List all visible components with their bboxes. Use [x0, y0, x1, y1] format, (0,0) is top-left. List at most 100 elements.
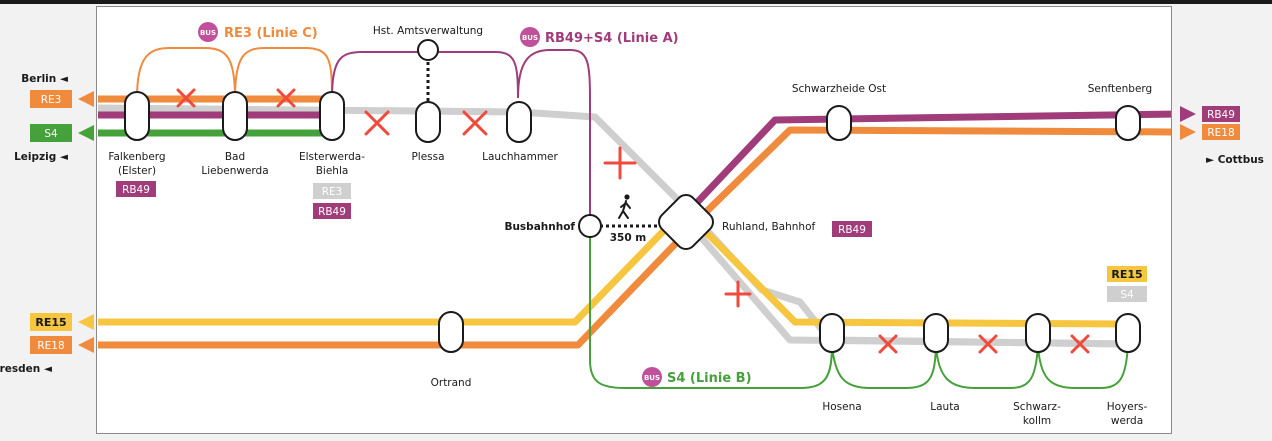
bus-icon-label: BUS: [200, 29, 216, 37]
bus-route-re3-linie-c: [136, 47, 333, 99]
badge-re18-west: [30, 336, 72, 354]
label-schwarzkollm-2: kollm: [1023, 415, 1051, 427]
dest-berlin: Berlin ◄: [21, 73, 69, 85]
arrow-re18-east: [1180, 124, 1196, 140]
badge-re18-east: [1202, 124, 1240, 140]
badge-re15-west: [30, 313, 72, 331]
badge-re15-east-label: RE15: [1111, 268, 1142, 281]
network-map-panel: [96, 6, 1172, 434]
track-layer: [97, 95, 1171, 349]
station-bad-liebenwerda[interactable]: [222, 91, 248, 141]
station-hst-amtsverwaltung[interactable]: [417, 39, 439, 61]
bus-route-label-re3: RE3 (Linie C): [224, 26, 318, 41]
label-ortrand: Ortrand: [431, 377, 472, 389]
station-hoyerswerda[interactable]: [1115, 313, 1141, 353]
label-falkenberg-2: (Elster): [118, 165, 156, 177]
badge-rb49-east: [1202, 106, 1240, 122]
label-ruhland-bahnhof: Ruhland, Bahnhof: [722, 221, 816, 233]
bus-route-layer: [136, 47, 1129, 389]
badge-rb49-elsterwerda: [313, 203, 351, 219]
station-ortrand[interactable]: [438, 311, 464, 353]
bus-route-s4-linie-b: [589, 226, 1129, 389]
arrow-re18-west: [78, 337, 94, 353]
station-plessa[interactable]: [415, 101, 441, 143]
badge-re18-east-label: RE18: [1207, 127, 1234, 139]
label-plessa: Plessa: [411, 151, 444, 163]
bus-label-re3: BUS RE3 (Linie C): [198, 22, 318, 42]
dest-leipzig: Leipzig ◄: [14, 151, 69, 163]
closure-markers: [176, 88, 1090, 354]
bus-label-b: BUS S4 (Linie B): [642, 367, 752, 387]
window-top-edge: [0, 0, 1272, 4]
badge-rb49-elsterwerda-label: RB49: [318, 206, 346, 218]
dest-cottbus: ► Cottbus: [1206, 154, 1264, 166]
label-elsterwerda-1: Elsterwerda-: [299, 151, 365, 163]
bus-icon-label: BUS: [522, 34, 538, 42]
badge-re3: [30, 90, 72, 108]
closure-x-icon: [176, 88, 196, 108]
label-bad-liebenwerda-2: Liebenwerda: [201, 165, 268, 177]
bus-route-label-b: S4 (Linie B): [667, 371, 752, 386]
badge-s4-label: S4: [44, 128, 58, 140]
station-falkenberg[interactable]: [124, 91, 150, 141]
closure-x-icon: [878, 334, 898, 354]
bus-icon: [520, 27, 540, 47]
label-senftenberg: Senftenberg: [1088, 83, 1152, 95]
station-schwarzheide-ost[interactable]: [826, 105, 852, 141]
station-lauchhammer[interactable]: [506, 101, 532, 143]
closure-x-icon: [1070, 334, 1090, 354]
pedestrian-icon: [618, 194, 631, 219]
station-symbols: [124, 39, 1141, 353]
badge-re15-east: [1107, 266, 1147, 282]
badge-re18-west-label: RE18: [37, 340, 64, 352]
arrow-s4-west: [78, 125, 94, 141]
label-schwarzheide-ost: Schwarzheide Ost: [792, 83, 886, 95]
station-hosena[interactable]: [819, 313, 845, 353]
badge-rb49-ruhland-label: RB49: [838, 224, 866, 236]
label-lauta: Lauta: [930, 401, 960, 413]
label-hoyerswerda-1: Hoyers-: [1107, 401, 1148, 413]
station-lauta[interactable]: [923, 313, 949, 353]
station-ruhland-bahnhof[interactable]: [655, 191, 717, 253]
station-busbahnhof[interactable]: [578, 214, 602, 238]
bus-icon: [642, 367, 662, 387]
track-rb49-east: [687, 110, 1171, 213]
bus-route-rb49-s4-linie-a: [331, 49, 591, 226]
label-hosena: Hosena: [822, 401, 861, 413]
arrow-re3-west: [78, 91, 94, 107]
closure-plus-icon: [724, 280, 752, 308]
arrow-rb49-east: [1180, 106, 1196, 122]
closure-x-icon: [364, 110, 390, 136]
badge-s4: [30, 124, 72, 142]
station-elsterwerda-biehla[interactable]: [319, 91, 345, 141]
badge-re3-elsterwerda: [313, 183, 351, 199]
closure-x-icon: [276, 88, 296, 108]
bus-label-a: BUS RB49+S4 (Linie A): [520, 27, 679, 47]
closure-plus-icon: [603, 146, 637, 180]
label-elsterwerda-2: Biehla: [316, 165, 349, 177]
dest-dresden: Dresden ◄: [0, 363, 53, 375]
bus-icon-label: BUS: [644, 374, 660, 382]
closure-x-icon: [978, 334, 998, 354]
station-senftenberg[interactable]: [1115, 105, 1141, 141]
destination-labels: Berlin ◄ Leipzig ◄ Dresden ◄ ► Cottbus: [0, 73, 1264, 375]
bus-route-label-a: RB49+S4 (Linie A): [545, 31, 679, 46]
badge-s4-east: [1107, 286, 1147, 302]
badge-rb49-falkenberg: [116, 181, 156, 197]
badge-s4-east-label: S4: [1120, 289, 1134, 301]
endpoint-arrows: [78, 91, 1196, 353]
station-schwarzkollm[interactable]: [1025, 313, 1051, 353]
badge-rb49-east-label: RB49: [1207, 109, 1235, 121]
badge-re3-label: RE3: [41, 94, 62, 106]
label-lauchhammer: Lauchhammer: [482, 151, 558, 163]
line-badges: RE3 S4 RE15 RE18 RB49 RE18 RB49 RE3 RB49…: [30, 90, 1240, 354]
badge-rb49-falkenberg-label: RB49: [122, 184, 150, 196]
bus-icon: [198, 22, 218, 42]
label-schwarzkollm-1: Schwarz-: [1013, 401, 1061, 413]
arrow-re15-west: [78, 314, 94, 330]
badge-rb49-ruhland: [832, 221, 872, 237]
badge-re15-west-label: RE15: [35, 316, 66, 329]
label-walk-distance: 350 m: [610, 232, 647, 244]
